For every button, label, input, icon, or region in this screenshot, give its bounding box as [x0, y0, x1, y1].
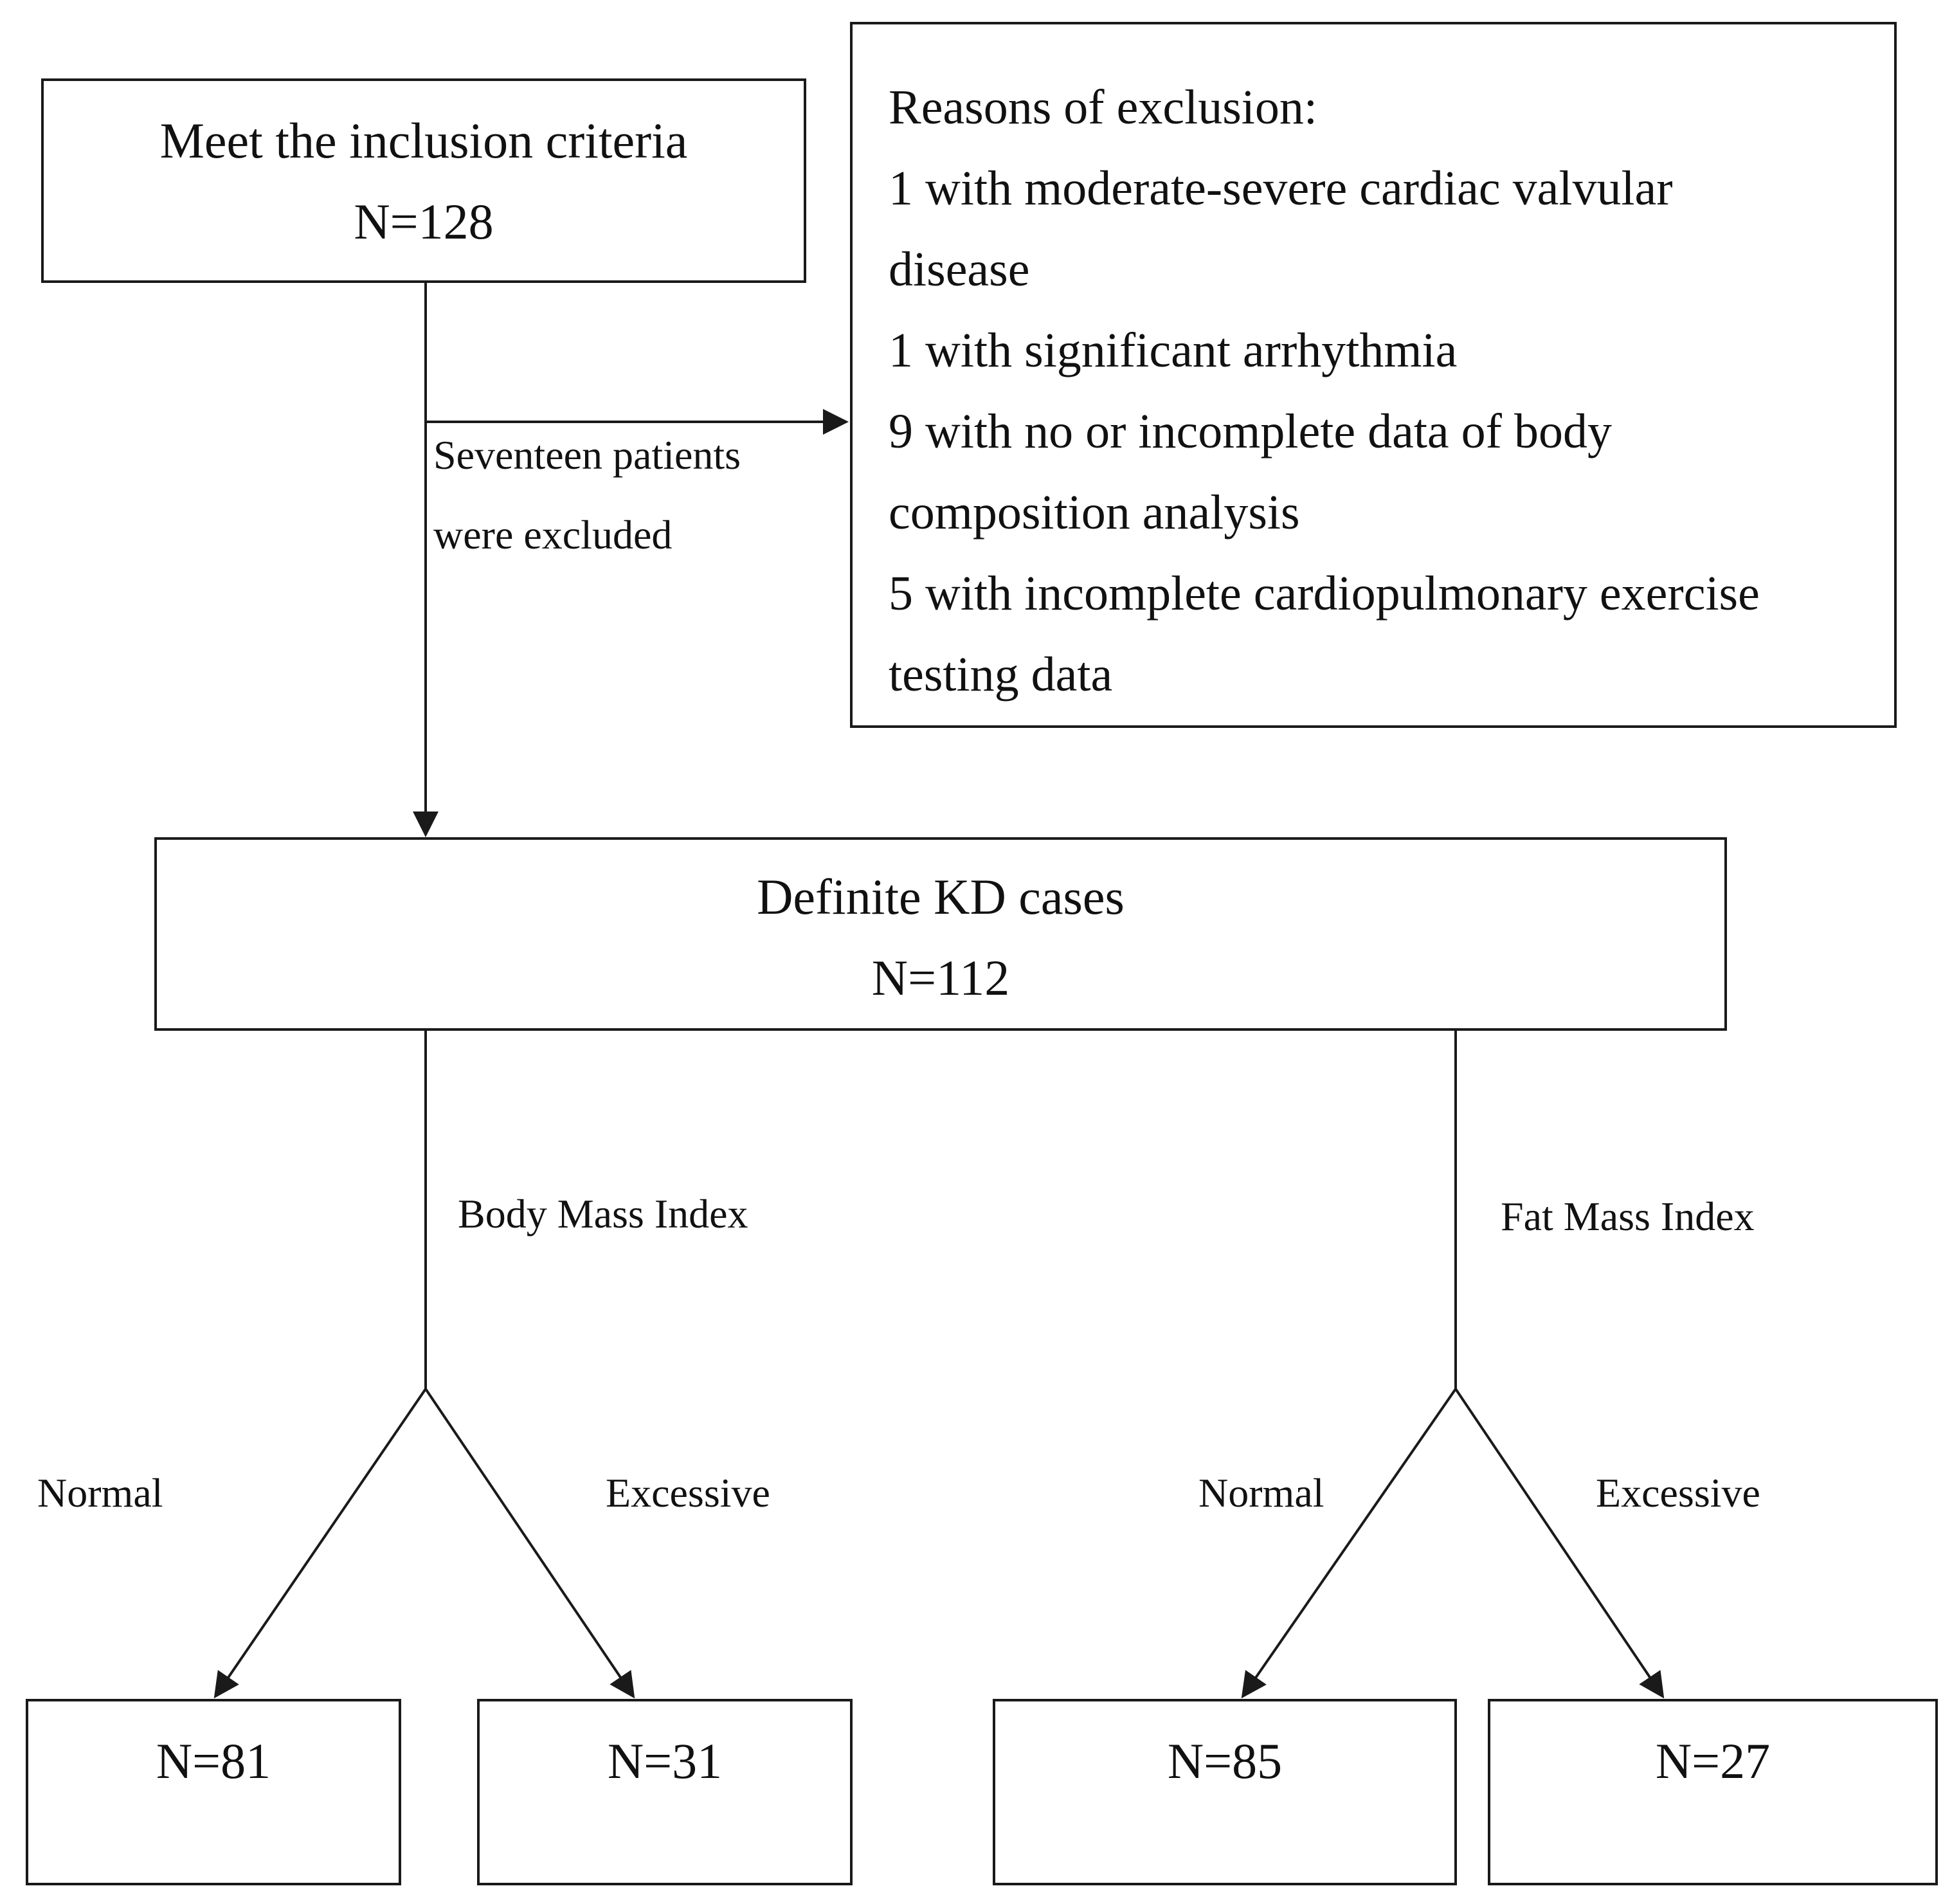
exclusion-arrow-label-line: Seventeen patients	[433, 432, 741, 478]
fmi-normal-count: N=85	[1167, 1733, 1283, 1789]
inclusion-box: Meet the inclusion criteria N=128	[41, 78, 806, 283]
exclusion-arrow-label-line: were excluded	[433, 512, 673, 558]
fmi-label: Fat Mass Index	[1501, 1193, 1755, 1239]
fmi-normal-box: N=85	[993, 1699, 1457, 1885]
connector-fmi-normal	[1241, 1388, 1457, 1699]
connector-fmi-excessive	[1454, 1388, 1665, 1699]
bmi-normal-box: N=81	[26, 1699, 401, 1885]
definite-title: Definite KD cases	[757, 869, 1125, 925]
fmi-normal-label: Normal	[1198, 1470, 1324, 1516]
exclusion-line: testing data	[889, 648, 1113, 702]
exclusion-line: 1 with moderate-severe cardiac valvular	[889, 161, 1673, 215]
bmi-excessive-box: N=31	[477, 1699, 853, 1885]
fmi-excessive-label: Excessive	[1596, 1470, 1760, 1516]
connector-bmi-excessive	[424, 1388, 635, 1699]
bmi-normal-count: N=81	[156, 1733, 271, 1789]
exclusion-line: composition analysis	[889, 485, 1300, 539]
fmi-excessive-box: N=27	[1488, 1699, 1938, 1885]
inclusion-title: Meet the inclusion criteria	[159, 113, 688, 168]
exclusion-box: Reasons of exclusion: 1 with moderate-se…	[850, 22, 1897, 728]
definite-box: Definite KD cases N=112	[154, 837, 1727, 1031]
bmi-excessive-label: Excessive	[606, 1470, 770, 1516]
exclusion-line: 5 with incomplete cardiopulmonary exerci…	[889, 567, 1760, 621]
bmi-label: Body Mass Index	[458, 1191, 748, 1237]
connector-bmi-normal	[213, 1388, 427, 1699]
exclusion-line: 1 with significant arrhythmia	[889, 323, 1458, 377]
exclusion-arrow-label: Seventeen patients were excluded	[433, 415, 741, 575]
bmi-normal-label: Normal	[37, 1470, 163, 1516]
inclusion-count: N=128	[354, 194, 494, 249]
exclusion-line: 9 with no or incomplete data of body	[889, 404, 1612, 458]
exclusion-heading: Reasons of exclusion:	[889, 80, 1318, 134]
definite-count: N=112	[871, 950, 1010, 1006]
exclusion-line: disease	[889, 242, 1030, 296]
bmi-excessive-count: N=31	[607, 1733, 723, 1789]
fmi-excessive-count: N=27	[1655, 1733, 1771, 1789]
